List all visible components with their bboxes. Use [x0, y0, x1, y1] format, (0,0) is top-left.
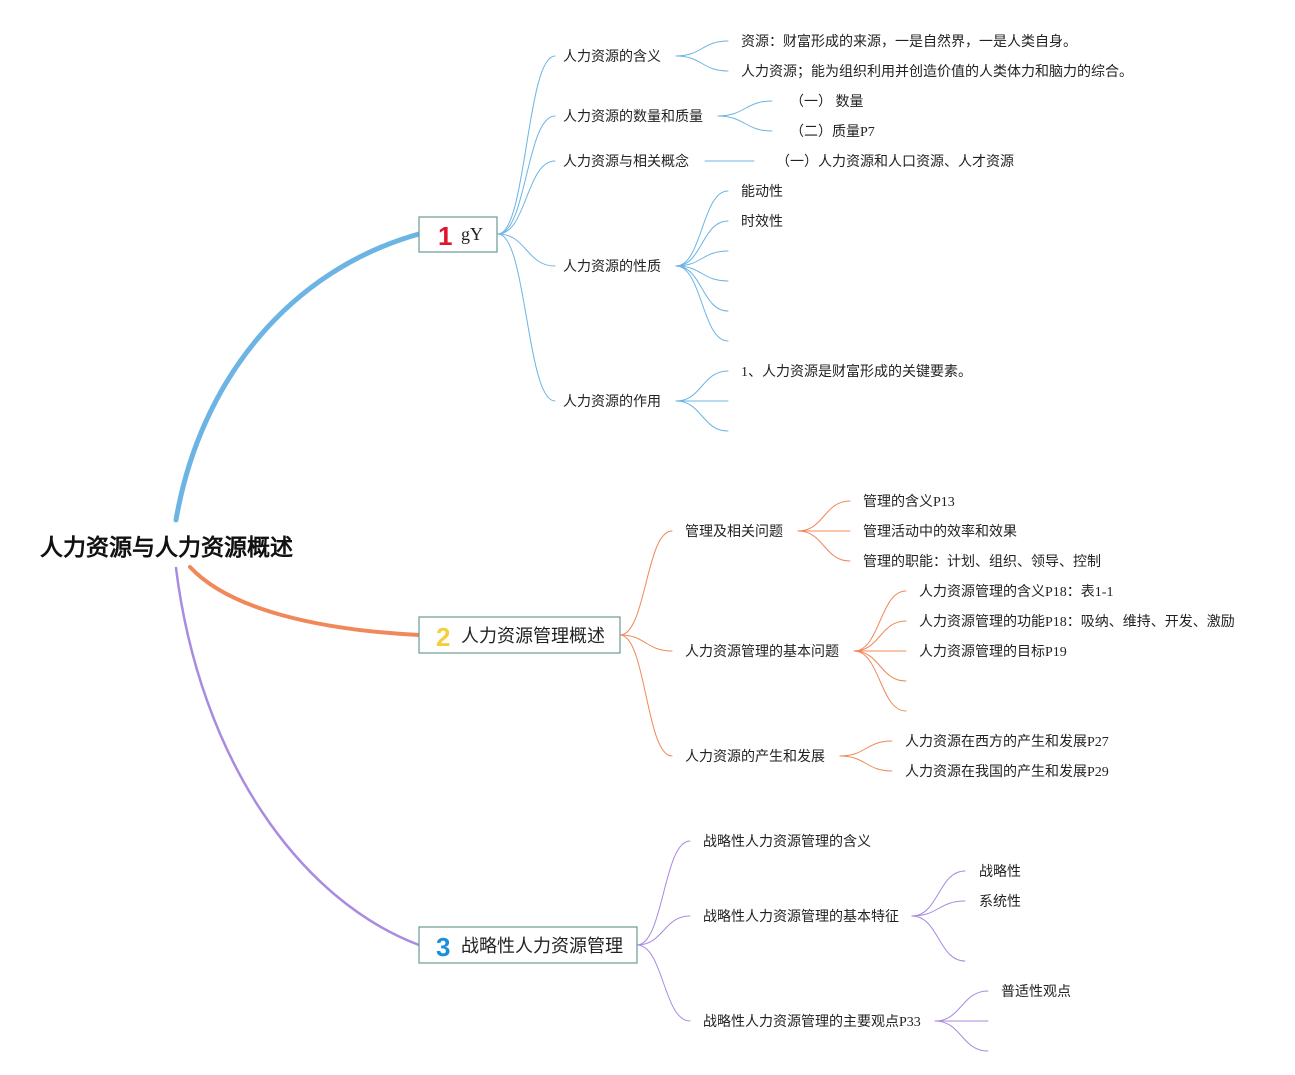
subtopic-1-2-connector-1 [717, 100, 773, 117]
subtopic-2-2-connector-4 [853, 650, 907, 682]
leaf-2-2-2[interactable]: 人力资源管理的功能P18：吸纳、维持、开发、激励 [919, 613, 1235, 630]
leaf-1-4-2[interactable]: 时效性 [741, 214, 783, 230]
branch-2-connector-1 [619, 530, 673, 636]
subtopic-2-1[interactable]: 管理及相关问题 [685, 524, 783, 540]
subtopic-2-1-connector-3 [797, 530, 851, 562]
leaf-1-1-1[interactable]: 资源：财富形成的来源，一是自然界，一是人类自身。 [741, 33, 1077, 50]
subtopic-2-3[interactable]: 人力资源的产生和发展 [685, 749, 825, 765]
leaf-2-1-2[interactable]: 管理活动中的效率和效果 [863, 523, 1017, 540]
subtopic-3-3-connector-3 [934, 1020, 989, 1052]
branch-2-number-icon: 2 [436, 622, 450, 652]
branch-3-box [418, 926, 638, 964]
subtopic-3-2-connector-1 [911, 870, 966, 917]
leaf-2-2-1[interactable]: 人力资源管理的含义P18：表1-1 [919, 584, 1113, 600]
root-to-branch-1-line [173, 231, 422, 523]
branch-1-connector-3 [497, 160, 556, 235]
leaf-1-2-1[interactable]: （一） 数量 [790, 94, 864, 110]
leaf-1-2-2[interactable]: （二）质量P7 [790, 124, 875, 140]
subtopic-2-3-connector-1 [839, 740, 893, 757]
subtopic-3-3-connector-1 [934, 990, 989, 1022]
subtopic-1-1-connector-2 [675, 55, 729, 72]
branch-1-connector-4 [497, 233, 556, 267]
root-to-branch-3-line [174, 566, 421, 947]
subtopic-3-1[interactable]: 战略性人力资源管理的含义 [703, 834, 871, 850]
subtopic-1-3[interactable]: 人力资源与相关概念 [563, 153, 689, 170]
subtopic-1-5-connector-1 [675, 370, 729, 402]
leaf-2-1-3[interactable]: 管理的职能：计划、组织、领导、控制 [863, 554, 1101, 570]
branch-1-box [418, 216, 498, 253]
subtopic-1-5[interactable]: 人力资源的作用 [563, 394, 661, 410]
root-topic[interactable]: 人力资源与人力资源概述 [40, 534, 293, 560]
leaf-3-2-1[interactable]: 战略性 [979, 864, 1021, 880]
branch-2-connector-2 [619, 634, 673, 652]
leaf-2-2-3[interactable]: 人力资源管理的目标P19 [919, 644, 1067, 660]
subtopic-1-2-connector-2 [717, 115, 773, 132]
leaf-1-5-1[interactable]: 1、人力资源是财富形成的关键要素。 [741, 363, 972, 380]
subtopic-1-4-connector-1 [675, 190, 729, 267]
subtopic-1-2[interactable]: 人力资源的数量和质量 [563, 109, 703, 125]
subtopic-1-5-connector-3 [675, 400, 729, 432]
subtopic-2-2[interactable]: 人力资源管理的基本问题 [685, 643, 839, 660]
branch-3-connector-3 [636, 944, 691, 1022]
subtopic-3-2-connector-3 [911, 915, 966, 962]
root-to-branch-2-line [188, 565, 421, 637]
branch-2-label: 人力资源管理概述 [461, 626, 605, 646]
branch-2-connector-3 [619, 634, 673, 757]
branch-2-topic[interactable]: 2 人力资源管理概述 [418, 616, 621, 654]
branch-3-number-icon: 3 [436, 932, 450, 962]
branch-1-label: gY [461, 224, 483, 244]
subtopic-1-4-connector-2 [675, 220, 729, 267]
branch-3-connector-2 [636, 915, 691, 946]
leaf-3-3-1[interactable]: 普适性观点 [1001, 984, 1071, 1000]
subtopic-3-2[interactable]: 战略性人力资源管理的基本特征 [703, 908, 899, 925]
branch-1-connector-5 [497, 233, 556, 402]
subtopic-1-4-connector-3 [675, 250, 729, 267]
subtopic-1-4-connector-4 [675, 265, 729, 282]
connector-lines [173, 40, 989, 1052]
leaf-1-1-2[interactable]: 人力资源；能为组织利用并创造价值的人类体力和脑力的综合。 [741, 64, 1133, 80]
leaf-1-3-1[interactable]: （一）人力资源和人口资源、人才资源 [776, 154, 1014, 170]
branch-1-connector-2 [497, 115, 556, 235]
subtopic-2-2-connector-2 [853, 620, 907, 652]
leaf-1-4-1[interactable]: 能动性 [741, 184, 783, 200]
leaf-2-3-1[interactable]: 人力资源在西方的产生和发展P27 [905, 734, 1109, 750]
subtopic-1-4-connector-5 [675, 265, 729, 312]
leaf-3-2-2[interactable]: 系统性 [979, 894, 1021, 910]
branch-3-label: 战略性人力资源管理 [461, 936, 623, 956]
subtopic-2-2-connector-1 [853, 590, 907, 652]
branch-3-connector-1 [636, 840, 691, 946]
subtopic-1-4-connector-6 [675, 265, 729, 342]
subtopic-2-1-connector-1 [797, 500, 851, 532]
subtopic-1-1[interactable]: 人力资源的含义 [563, 49, 661, 65]
branch-1-connector-1 [497, 55, 556, 235]
leaf-2-3-2[interactable]: 人力资源在我国的产生和发展P29 [905, 764, 1109, 780]
leaf-2-1-1[interactable]: 管理的含义P13 [863, 494, 955, 510]
subtopic-3-2-connector-2 [911, 900, 966, 917]
subtopic-1-4[interactable]: 人力资源的性质 [563, 259, 661, 275]
subtopic-1-1-connector-1 [675, 40, 729, 57]
branch-3-topic[interactable]: 3 战略性人力资源管理 [418, 926, 638, 964]
branch-2-box [418, 616, 621, 654]
branch-1-topic[interactable]: 1 gY [418, 216, 498, 253]
branch-1-number-icon: 1 [438, 221, 452, 251]
subtopic-2-3-connector-2 [839, 755, 893, 772]
subtopic-2-2-connector-5 [853, 650, 907, 712]
subtopic-3-3[interactable]: 战略性人力资源管理的主要观点P33 [703, 1014, 921, 1030]
